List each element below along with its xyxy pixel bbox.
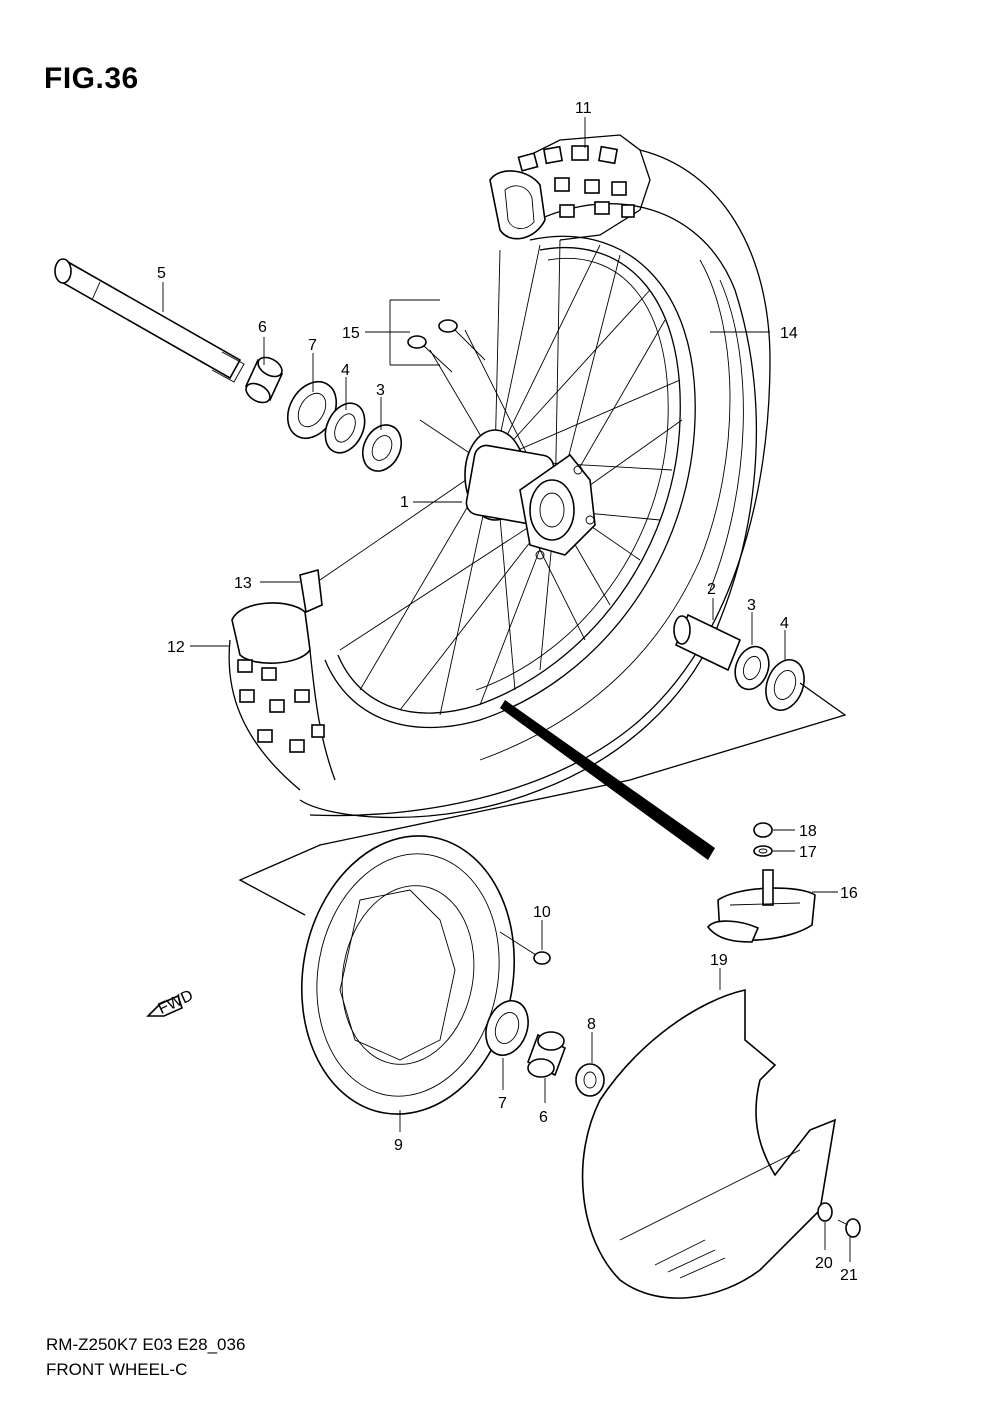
callout-7-lower: 7: [498, 1095, 507, 1112]
callout-16: 16: [840, 885, 858, 902]
callout-21: 21: [840, 1267, 858, 1284]
screws: [407, 319, 486, 373]
disc-cover: [581, 989, 837, 1299]
callout-20: 20: [815, 1255, 833, 1272]
model-code-caption: RM-Z250K7 E03 E28_036: [46, 1335, 246, 1354]
callout-11: 11: [575, 100, 592, 117]
callout-5: 5: [157, 265, 166, 282]
callout-labels: 1 2 3 3 4 4 5 6 6 7 7 8 9 10 11 12 13 14…: [157, 100, 858, 1284]
callout-8: 8: [587, 1016, 596, 1033]
callout-19: 19: [710, 952, 728, 969]
brake-disc: [300, 835, 516, 1115]
callout-18: 18: [799, 823, 817, 840]
fwd-label: FWD: [156, 987, 196, 1018]
axle-nut: [575, 1063, 605, 1097]
callout-1: 1: [400, 494, 409, 511]
inner-tube: [706, 869, 816, 943]
callout-2: 2: [707, 581, 716, 598]
front-axle: [54, 258, 245, 383]
callout-4-right: 4: [780, 615, 789, 632]
spacer-collar-lower: [526, 1031, 567, 1078]
rim-band: [299, 568, 323, 614]
callout-6-lower: 6: [539, 1109, 548, 1126]
figure-title: FIG.36: [44, 62, 139, 95]
callout-3-upper: 3: [376, 382, 385, 399]
callout-14: 14: [780, 325, 798, 342]
dust-seal-lower: [485, 1000, 529, 1056]
callout-17: 17: [799, 844, 817, 861]
valve-washer: [753, 845, 773, 857]
callout-4-upper: 4: [341, 362, 350, 379]
oil-seal-upper: [324, 402, 366, 454]
callout-3-right: 3: [747, 597, 756, 614]
callout-12: 12: [167, 639, 185, 656]
callout-10: 10: [533, 904, 551, 921]
spacer-collar-upper: [244, 356, 284, 404]
diagram-name-caption: FRONT WHEEL-C: [46, 1360, 188, 1379]
disc-bolt: [499, 931, 551, 965]
front-tire: [228, 134, 771, 819]
callout-9: 9: [394, 1137, 403, 1154]
cover-washer: [817, 1202, 833, 1222]
fwd-arrow-icon: FWD: [146, 987, 196, 1018]
cover-bolt: [837, 1218, 861, 1238]
valve-nut: [753, 822, 773, 838]
bearing-upper: [361, 424, 403, 472]
callout-15: 15: [342, 325, 360, 342]
bearing-right: [734, 645, 770, 691]
callout-6-upper: 6: [258, 319, 267, 336]
assembly-guide-lines: [238, 682, 847, 916]
tube-pointer-arrow: [500, 700, 715, 860]
spacer-right: [673, 613, 742, 672]
hub: [464, 429, 596, 560]
oil-seal-right: [765, 659, 805, 711]
callout-7-upper: 7: [308, 337, 317, 354]
callout-13: 13: [234, 575, 252, 592]
leader-lines: [162, 117, 851, 1262]
front-rim: [324, 235, 696, 729]
